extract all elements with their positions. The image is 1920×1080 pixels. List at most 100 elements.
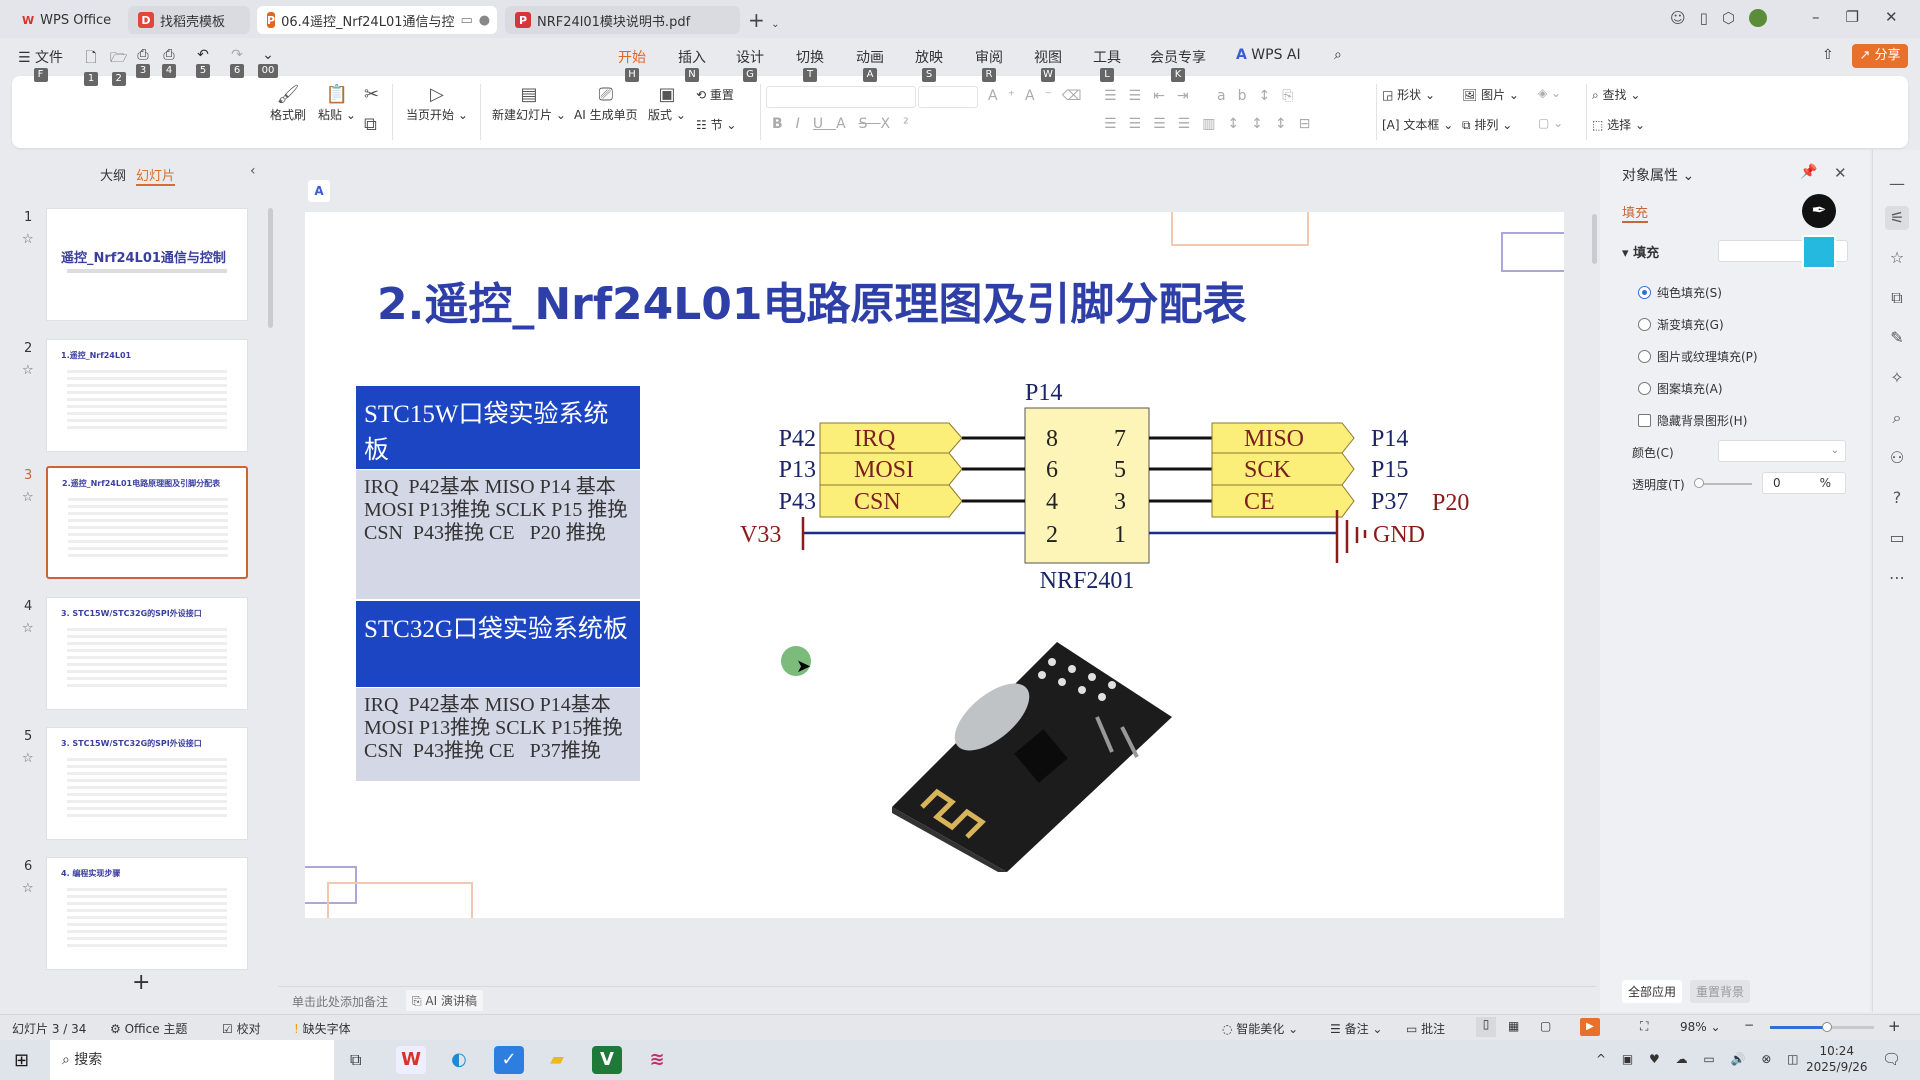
canvas-scrollbar[interactable] — [1592, 214, 1597, 264]
transparency-slider[interactable] — [1696, 483, 1752, 485]
search-icon[interactable]: ⌕ — [1334, 47, 1342, 63]
star-icon[interactable]: ☆ — [22, 621, 34, 636]
magic-icon[interactable]: ✧ — [1890, 368, 1904, 387]
redo-icon[interactable]: ↷6 — [230, 47, 244, 78]
app-blue-icon[interactable]: ✓ — [494, 1046, 524, 1074]
transparency-input[interactable]: 0% — [1762, 472, 1846, 494]
collapse-icon[interactable]: — — [1889, 174, 1905, 193]
gradient-fill-radio[interactable]: 渐变填充(G) — [1638, 316, 1724, 333]
file-explorer-icon[interactable]: ▰ — [550, 1049, 564, 1070]
arrange-button[interactable]: ⧉ 排列 ⌄ — [1462, 118, 1513, 132]
restore-button[interactable]: ❐ — [1845, 8, 1859, 26]
textbox-button[interactable]: [A] 文本框 ⌄ — [1382, 118, 1454, 132]
minimize-button[interactable]: – — [1812, 8, 1820, 26]
taskbar-search[interactable]: ⌕ 搜索 — [50, 1040, 334, 1080]
wps-ai-button[interactable]: A WPS AI — [1236, 47, 1301, 63]
star-icon[interactable]: ☆ — [22, 363, 34, 378]
add-slide-button[interactable]: + — [132, 970, 151, 995]
pin-icon[interactable]: 📌 — [1800, 164, 1818, 180]
transparency-slider-handle[interactable] — [1694, 478, 1704, 488]
picture-fill-radio[interactable]: 图片或纹理填充(P) — [1638, 348, 1758, 365]
paste-button[interactable]: 📋粘贴 ⌄ — [318, 84, 356, 122]
collapse-panel-icon[interactable]: ‹ — [250, 163, 256, 179]
slide[interactable]: 2.遥控_Nrf24L01电路原理图及引脚分配表 STC15W口袋实验系统板 I… — [305, 212, 1564, 918]
cloud-upload-icon[interactable]: ⇧ — [1822, 47, 1834, 63]
avatar[interactable] — [1749, 9, 1768, 27]
zoom-level[interactable]: 98% ⌄ — [1680, 1020, 1721, 1034]
ai-speech-button[interactable]: ⎘ AI 演讲稿 — [406, 990, 483, 1011]
board-header-stc32g[interactable]: STC32G口袋实验系统板 — [356, 601, 640, 687]
font-size-buttons[interactable]: A⁺A⁻⌫ — [988, 88, 1092, 104]
ai-assistant-icon[interactable]: A — [308, 180, 330, 202]
proof-button[interactable]: ☑ 校对 — [222, 1022, 261, 1036]
slide-thumbnail[interactable]: 1.遥控_Nrf24L01 — [46, 339, 248, 452]
print-icon[interactable]: ⎙3 — [136, 47, 150, 78]
book-search-icon[interactable]: ⌕ — [1892, 408, 1902, 427]
fill-section-header[interactable]: ▾ 填充 — [1622, 246, 1660, 261]
play-slideshow-button[interactable]: ▶ — [1580, 1018, 1600, 1036]
slide-title[interactable]: 2.遥控_Nrf24L01电路原理图及引脚分配表 — [377, 279, 1247, 330]
excel-like-icon[interactable]: V — [592, 1046, 622, 1074]
pen-tool-icon[interactable]: ✒ — [1802, 194, 1836, 228]
comment-toggle[interactable]: ▭ 批注 — [1406, 1022, 1446, 1036]
select-button[interactable]: ⬚ 选择 ⌄ — [1592, 118, 1646, 132]
tab-fill[interactable]: 填充 — [1622, 202, 1649, 223]
picture-button[interactable]: 🖼 图片 ⌄ — [1462, 88, 1519, 102]
edge-icon[interactable]: ◐ — [451, 1049, 467, 1070]
format-painter-button[interactable]: 🖌格式刷 — [270, 84, 307, 122]
bot-icon[interactable]: ☺ — [1670, 9, 1686, 27]
board-header-stc15w[interactable]: STC15W口袋实验系统板 — [356, 386, 640, 469]
reading-view-icon[interactable]: ▢ — [1540, 1019, 1552, 1033]
thumbnail-scrollbar[interactable] — [268, 208, 273, 328]
fill-color-icon[interactable]: ◈ ⌄ — [1538, 86, 1562, 100]
close-panel-icon[interactable]: ✕ — [1834, 164, 1847, 182]
cube-icon[interactable]: ⬡ — [1721, 9, 1736, 27]
find-button[interactable]: ⌕ 查找 ⌄ — [1592, 88, 1641, 102]
grid-view-icon[interactable]: ▦ — [1508, 1019, 1520, 1033]
hide-background-checkbox[interactable]: 隐藏背景图形(H) — [1638, 412, 1747, 429]
new-tab-button[interactable]: + ⌄ — [748, 8, 780, 32]
system-tray-icons[interactable]: ^ ▣ ♥ ☁ ▭ 🔊 ⊗ ◫ — [1596, 1052, 1805, 1066]
paragraph-buttons[interactable]: ☰☰⇤⇥ ab↕⎘ — [1104, 88, 1306, 104]
pattern-fill-radio[interactable]: 图案填充(A) — [1638, 380, 1723, 397]
window-icon[interactable]: ▯ — [1699, 9, 1708, 27]
stc-isp-icon[interactable]: ≋ — [649, 1049, 665, 1070]
help-icon[interactable]: ? — [1892, 488, 1902, 507]
star-icon[interactable]: ☆ — [22, 751, 34, 766]
notes-toggle[interactable]: ☰ 备注 ⌄ — [1330, 1022, 1383, 1036]
fit-window-icon[interactable]: ⛶ — [1640, 1019, 1649, 1033]
missing-font-button[interactable]: ! 缺失字体 — [294, 1022, 351, 1036]
windows-start-icon[interactable]: ⊞ — [14, 1050, 30, 1071]
theme-button[interactable]: ⚙ Office 主题 — [110, 1022, 188, 1036]
ai-page-button[interactable]: ⎚AI 生成单页 — [574, 84, 638, 122]
reset-button[interactable]: ⟲ 重置 — [696, 88, 734, 102]
color-select[interactable]: ⌄ — [1718, 440, 1846, 462]
zoom-slider[interactable] — [1770, 1026, 1874, 1029]
shirt-icon[interactable]: ⚇ — [1889, 448, 1905, 467]
normal-view-icon[interactable]: ▯ — [1476, 1017, 1496, 1037]
copy-icon[interactable]: ⧉ — [364, 114, 377, 135]
slide-thumbnail[interactable]: 3. STC15W/STC32G的SPI外设接口 — [46, 727, 248, 840]
star-icon[interactable]: ☆ — [22, 490, 34, 505]
nrf24l01-module-photo[interactable] — [882, 637, 1182, 872]
tab-outline[interactable]: 大纲 — [100, 169, 127, 184]
section-button[interactable]: ☷ 节 ⌄ — [696, 118, 737, 132]
unsaved-dot-icon[interactable]: ● — [478, 12, 491, 28]
apply-all-button[interactable]: 全部应用 — [1622, 980, 1683, 1003]
shape-button[interactable]: ◲ 形状 ⌄ — [1382, 88, 1436, 102]
